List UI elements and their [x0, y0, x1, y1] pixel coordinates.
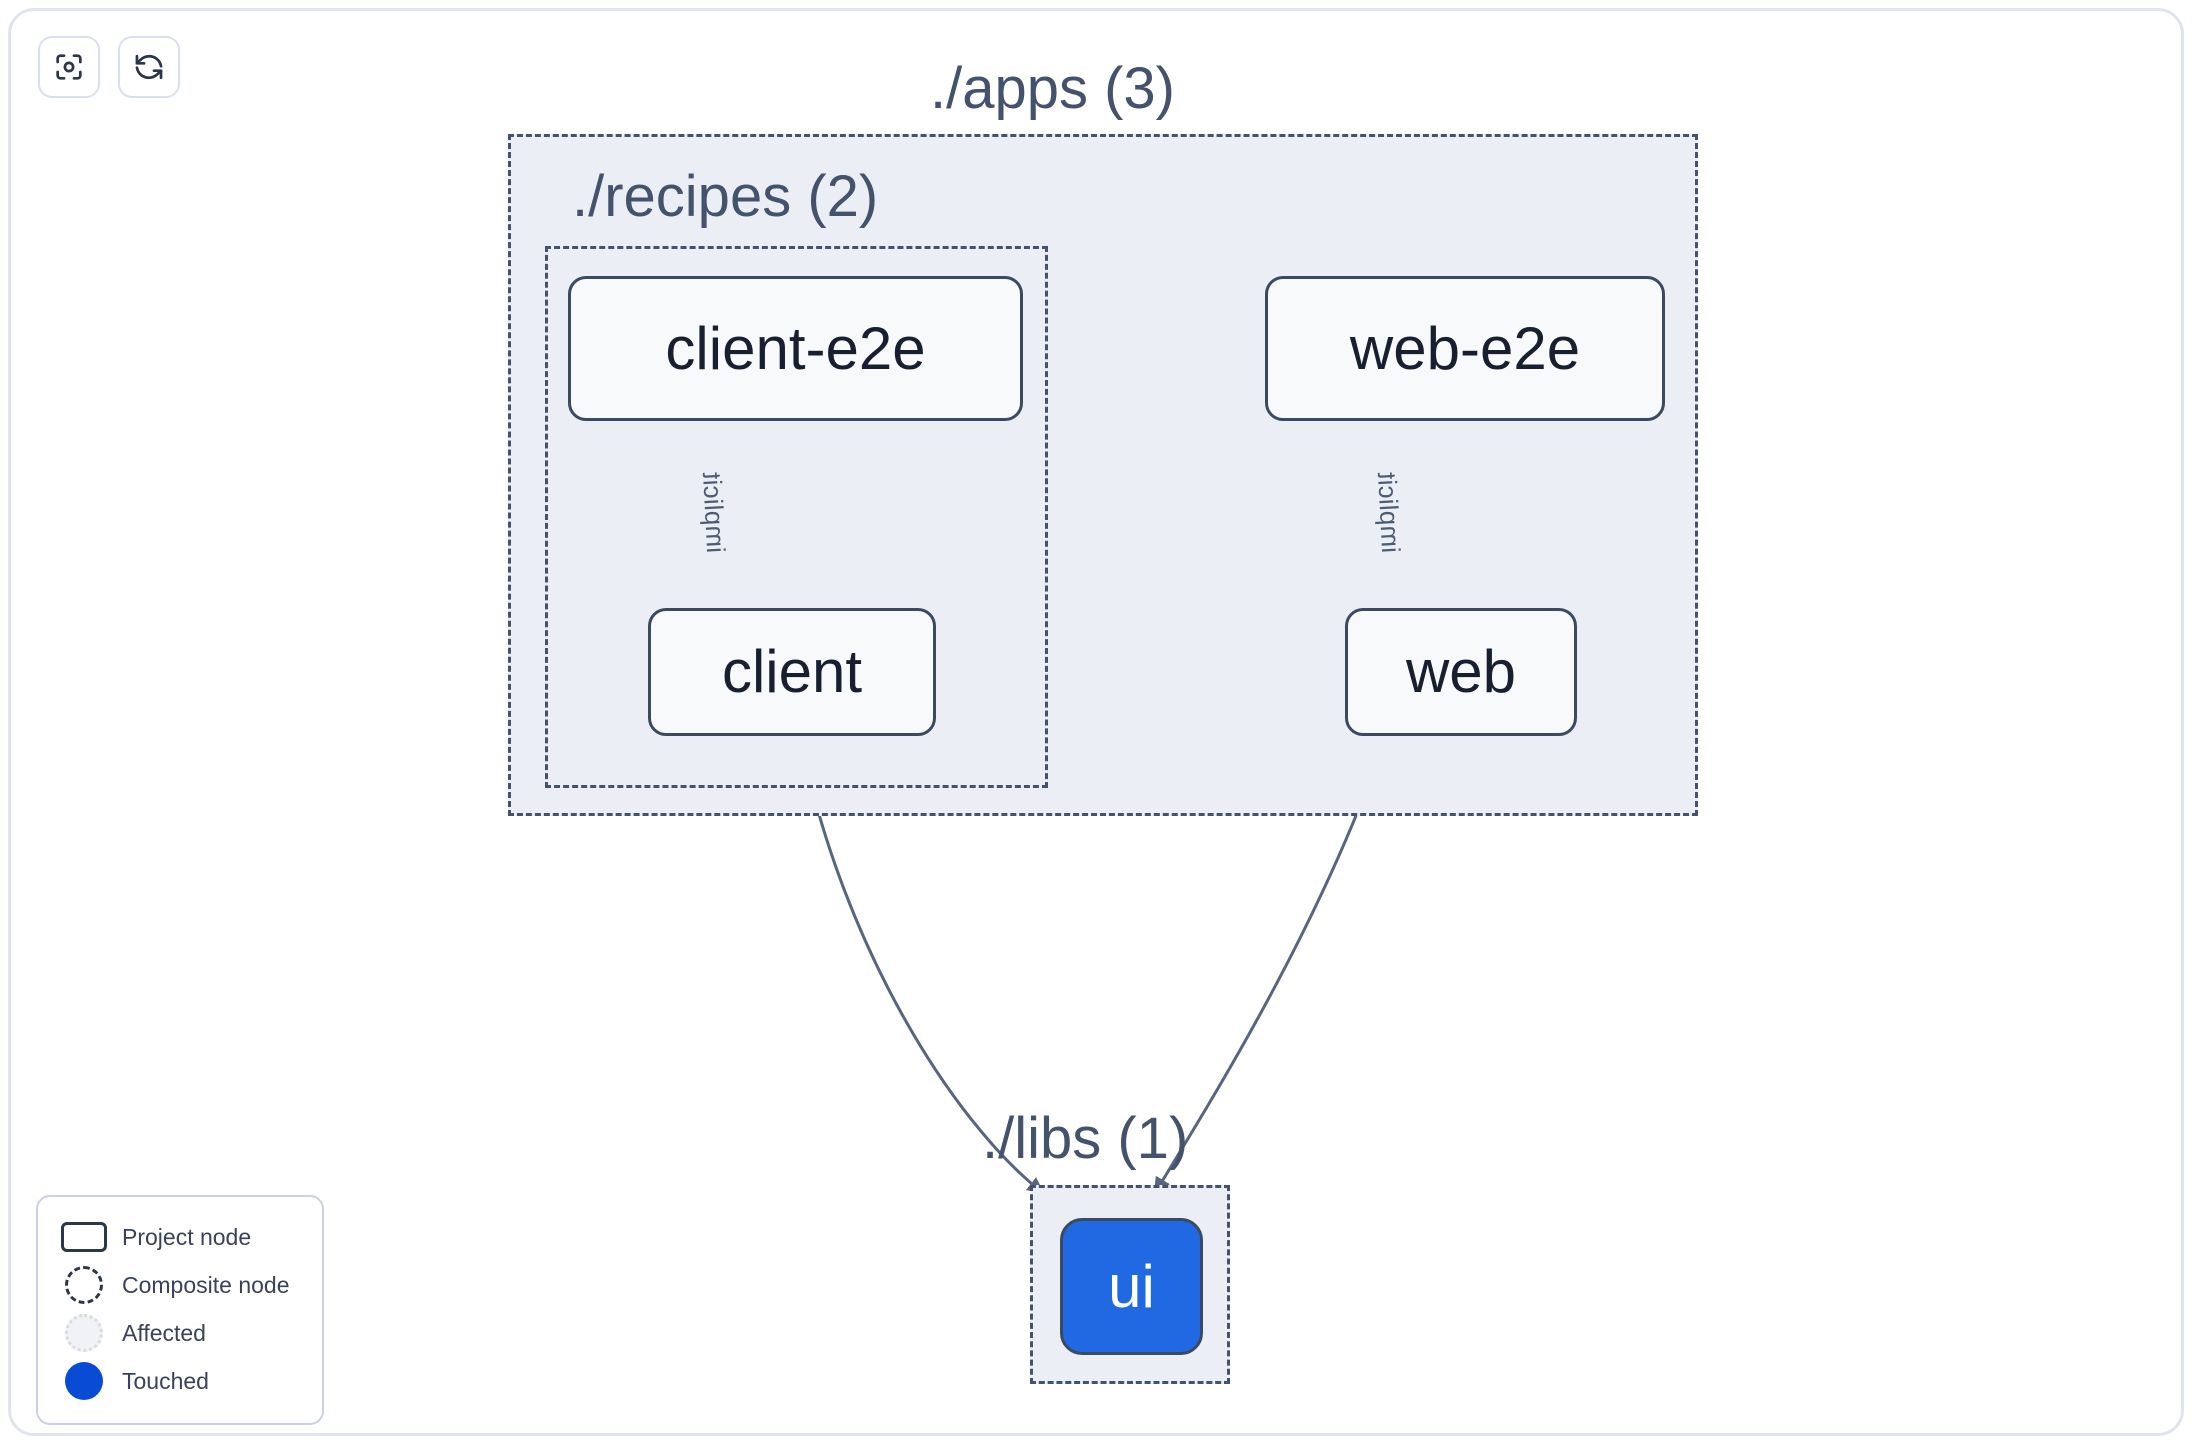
legend-item-composite-node: Composite node	[56, 1261, 304, 1309]
legend-label-project-node: Project node	[122, 1223, 252, 1250]
graph-toolbar	[38, 36, 180, 98]
node-client[interactable]: client	[648, 608, 936, 736]
refresh-graph-button[interactable]	[118, 36, 180, 98]
affected-swatch	[56, 1314, 112, 1352]
node-label-web: web	[1405, 638, 1517, 705]
node-web[interactable]: web	[1345, 608, 1577, 736]
edge-label-web-e2e-web: implicit	[1371, 471, 1407, 554]
node-client-e2e[interactable]: client-e2e	[568, 276, 1023, 421]
node-label-client: client	[721, 638, 863, 705]
legend-label-composite-node: Composite node	[122, 1271, 290, 1298]
touched-swatch	[56, 1362, 112, 1400]
node-ui[interactable]: ui	[1060, 1218, 1203, 1355]
node-label-ui: ui	[1108, 1252, 1155, 1320]
edge-client-to-ui	[798, 735, 1045, 1195]
graph-legend: Project node Composite node Affected Tou…	[36, 1195, 324, 1425]
composite-node-swatch	[56, 1266, 112, 1304]
group-label-apps: ./apps (3)	[930, 56, 1175, 121]
legend-item-project-node: Project node	[56, 1213, 304, 1261]
edge-label-client-e2e-client: implicit	[696, 471, 732, 554]
legend-label-affected: Affected	[122, 1319, 206, 1346]
focus-graph-button[interactable]	[38, 36, 100, 98]
legend-item-touched: Touched	[56, 1357, 304, 1405]
refresh-icon	[132, 50, 166, 84]
legend-label-touched: Touched	[122, 1367, 209, 1394]
project-node-swatch	[56, 1222, 112, 1252]
node-label-web-e2e: web-e2e	[1349, 314, 1581, 382]
node-web-e2e[interactable]: web-e2e	[1265, 276, 1665, 421]
focus-target-icon	[52, 50, 86, 84]
group-label-libs: ./libs (1)	[982, 1106, 1189, 1171]
node-label-client-e2e: client-e2e	[665, 314, 926, 382]
legend-item-affected: Affected	[56, 1309, 304, 1357]
group-label-recipes: ./recipes (2)	[572, 164, 879, 229]
